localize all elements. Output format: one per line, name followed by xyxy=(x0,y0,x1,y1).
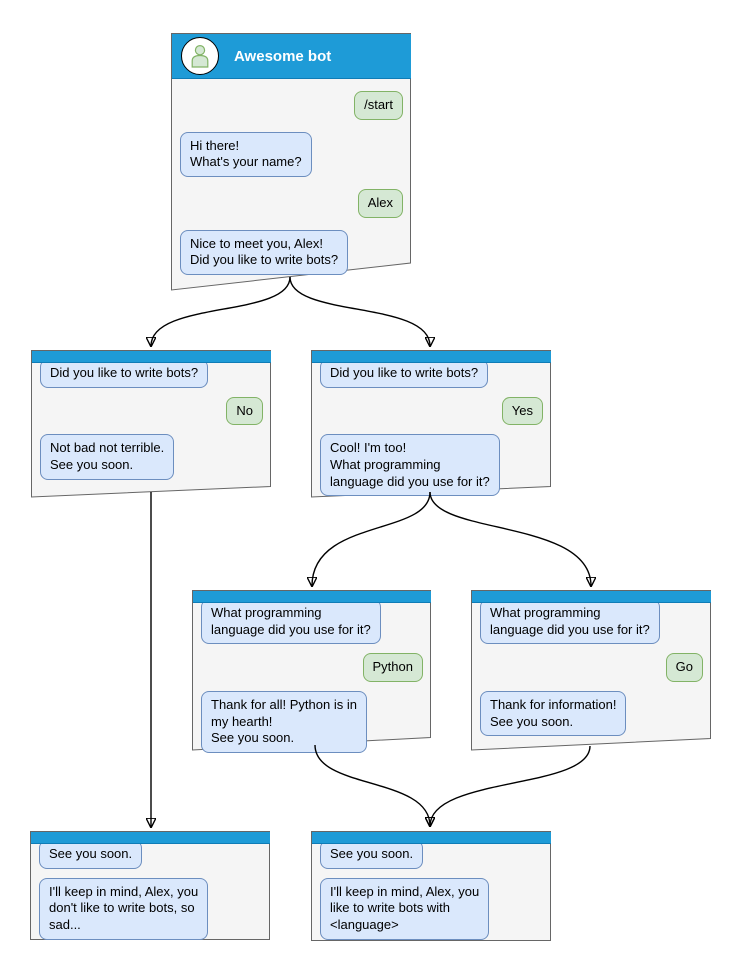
user-message-bubble: No xyxy=(226,396,263,426)
bot-message-bubble: I'll keep in mind, Alex, you like to wri… xyxy=(320,877,490,940)
chat-header xyxy=(312,351,551,363)
chat-header xyxy=(193,591,431,603)
chat-window-go: What programming language did you use fo… xyxy=(471,590,712,751)
bot-message-bubble: See you soon. xyxy=(320,840,424,869)
bot-message-bubble: Cool! I'm too! What programming language… xyxy=(320,434,500,497)
bot-message-bubble: Not bad not terrible. See you soon. xyxy=(40,434,175,480)
chat-window-python: What programming language did you use fo… xyxy=(192,590,432,753)
bot-message-bubble: Hi there! What's your name? xyxy=(180,131,312,177)
bot-message-bubble: Thank for information! See you soon. xyxy=(480,690,627,737)
user-message-bubble: Python xyxy=(362,653,423,682)
connector-yes-to-go xyxy=(429,491,591,586)
bot-message-bubble: I'll keep in mind, Alex, you don't like … xyxy=(39,877,209,940)
user-message-bubble: Yes xyxy=(501,396,543,426)
connector-go-to-end xyxy=(430,745,591,826)
chat-window-end-no: See you soon. I'll keep in mind, Alex, y… xyxy=(30,831,271,940)
user-message-bubble: Alex xyxy=(357,188,403,218)
chat-header: Awesome bot xyxy=(172,34,411,79)
bot-message-bubble: Nice to meet you, Alex! Did you like to … xyxy=(180,229,349,275)
connector-python-to-end xyxy=(314,744,430,826)
chat-title: Awesome bot xyxy=(234,47,332,65)
chat-window-end-yes: See you soon. I'll keep in mind, Alex, y… xyxy=(311,831,552,941)
bot-message-bubble: What programming language did you use fo… xyxy=(201,599,381,645)
bot-message-bubble: What programming language did you use fo… xyxy=(480,599,660,645)
chat-header xyxy=(31,832,270,844)
avatar xyxy=(181,37,219,75)
connector-yes-to-python xyxy=(312,491,431,586)
chat-header xyxy=(472,591,711,603)
user-message-bubble: Go xyxy=(665,653,703,682)
user-message-bubble: /start xyxy=(354,91,403,120)
bot-message-bubble: See you soon. xyxy=(39,840,143,869)
bot-message-bubble: Did you like to write bots? xyxy=(40,359,209,388)
chat-header xyxy=(312,832,551,844)
user-avatar-icon xyxy=(191,44,209,68)
chat-header xyxy=(32,351,271,363)
bot-message-bubble: Did you like to write bots? xyxy=(320,359,489,388)
bot-message-bubble: Thank for all! Python is in my hearth! S… xyxy=(201,690,367,753)
chat-window-main: Awesome bot /start Hi there! What's your… xyxy=(171,33,412,291)
chat-window-branch-no: Did you like to write bots? No Not bad n… xyxy=(31,350,272,498)
chat-window-branch-yes: Did you like to write bots? Yes Cool! I'… xyxy=(311,350,552,498)
